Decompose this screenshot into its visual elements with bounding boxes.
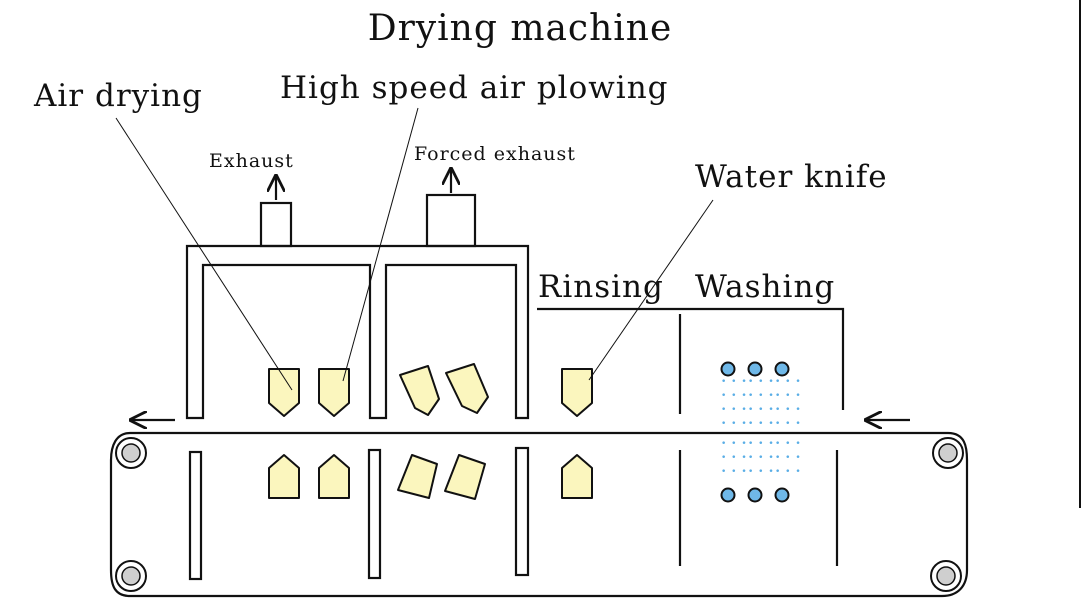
svg-text:• • •: • • • <box>775 439 802 449</box>
svg-text:• • •: • • • <box>748 405 775 415</box>
svg-text:• • •: • • • <box>775 405 802 415</box>
label-exhaust: Exhaust <box>209 150 294 172</box>
lower-partition <box>514 446 530 577</box>
lower-partition <box>367 448 382 580</box>
leader-line-air-drying <box>115 117 293 391</box>
spray-nozzle-top <box>774 361 790 377</box>
air-drying-nozzle-upper <box>268 368 300 417</box>
svg-text:• • •: • • • <box>775 467 802 477</box>
roller-icon <box>930 560 962 592</box>
svg-text:• • •: • • • <box>775 377 802 387</box>
leader-line-water-knife <box>588 199 714 381</box>
svg-text:• • •: • • • <box>721 419 748 429</box>
svg-text:• • •: • • • <box>721 467 748 477</box>
label-water-knife: Water knife <box>695 159 888 195</box>
air-knife-nozzle-lower <box>397 454 438 499</box>
drying-hood <box>185 244 530 420</box>
roller-icon <box>932 437 964 469</box>
svg-text:• • •: • • • <box>775 391 802 401</box>
svg-text:• • •: • • • <box>748 439 775 449</box>
roller-icon <box>115 560 147 592</box>
spray-nozzle-bottom <box>774 487 790 503</box>
lower-partition <box>188 450 203 581</box>
spray-nozzle-top <box>747 361 763 377</box>
air-knife-nozzle-upper <box>399 365 440 416</box>
air-knife-nozzle-lower <box>444 454 486 500</box>
svg-text:• • •: • • • <box>775 453 802 463</box>
air-knife-nozzle-lower <box>318 454 350 499</box>
water-knife-nozzle-upper <box>561 368 593 417</box>
washing-enclosure-top <box>537 307 845 410</box>
spray-nozzle-bottom <box>747 487 763 503</box>
svg-text:• • •: • • • <box>721 377 748 387</box>
roller-icon <box>115 437 147 469</box>
conveyor-belt <box>109 431 969 598</box>
svg-text:• • •: • • • <box>748 391 775 401</box>
forced-exhaust-stack <box>425 193 477 248</box>
air-knife-nozzle-upper <box>445 363 489 414</box>
svg-text:• • •: • • • <box>748 453 775 463</box>
exhaust-stack <box>259 201 293 248</box>
label-high-speed-air-plowing: High speed air plowing <box>280 70 669 106</box>
diagram-title: Drying machine <box>368 8 673 49</box>
air-knife-nozzle-upper <box>318 368 350 417</box>
spray-nozzle-bottom <box>720 487 736 503</box>
label-air-drying: Air drying <box>33 78 203 114</box>
label-washing: Washing <box>695 269 835 305</box>
svg-text:• • •: • • • <box>775 419 802 429</box>
water-knife-nozzle-lower <box>561 454 593 499</box>
svg-text:• • •: • • • <box>721 405 748 415</box>
spray-droplets: • • •• • •• • • • • •• • •• • • • • •• •… <box>721 377 802 477</box>
label-forced-exhaust: Forced exhaust <box>414 143 576 165</box>
svg-text:• • •: • • • <box>721 391 748 401</box>
air-drying-nozzle-lower <box>268 454 300 499</box>
label-rinsing: Rinsing <box>538 269 664 305</box>
svg-text:• • •: • • • <box>721 453 748 463</box>
svg-text:• • •: • • • <box>748 467 775 477</box>
svg-text:• • •: • • • <box>721 439 748 449</box>
svg-text:• • •: • • • <box>748 419 775 429</box>
leader-line-high-speed <box>342 107 419 382</box>
svg-text:• • •: • • • <box>748 377 775 387</box>
spray-nozzle-top <box>720 361 736 377</box>
